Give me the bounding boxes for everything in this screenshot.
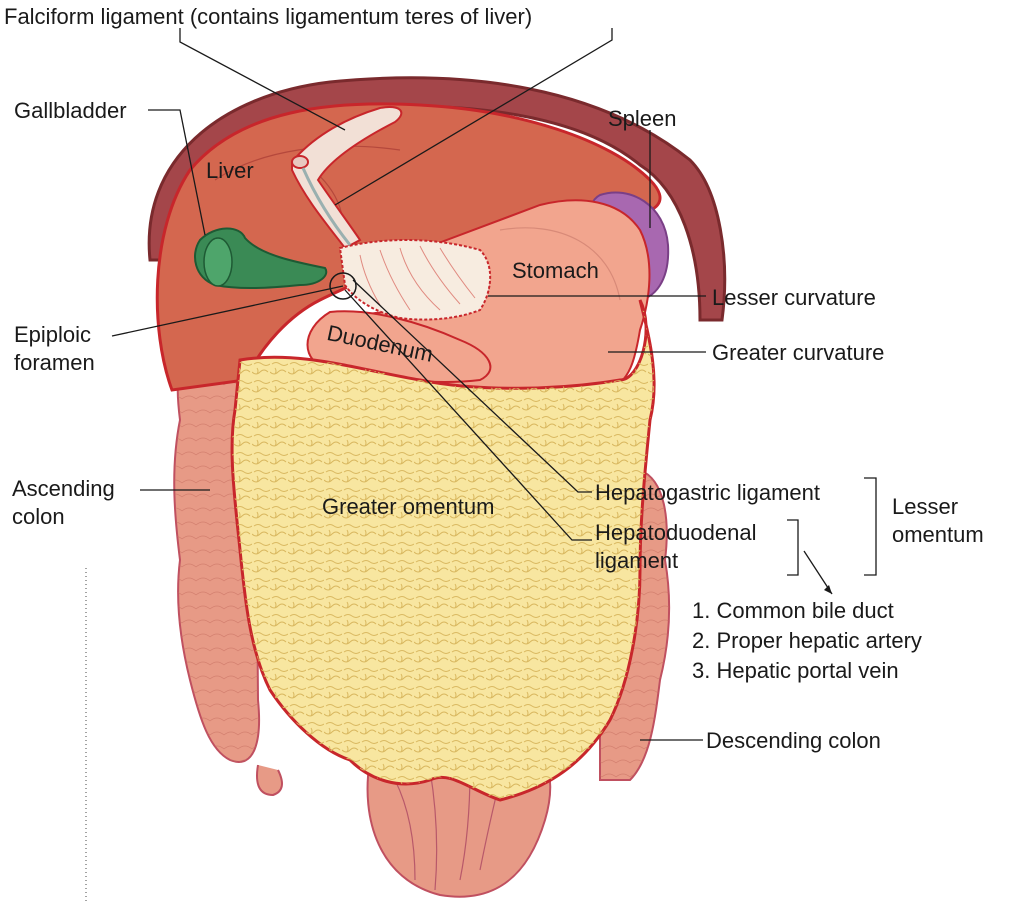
appendix [257, 765, 282, 795]
greater-omentum-label: Greater omentum [322, 494, 494, 519]
spleen-label: Spleen [608, 106, 677, 131]
lesser-omentum-shape [340, 240, 490, 320]
ascending-colon-label-1: Ascending [12, 476, 115, 501]
gallbladder-label: Gallbladder [14, 98, 127, 123]
lesser-curvature-label: Lesser curvature [712, 285, 876, 310]
liver-label: Liver [206, 158, 254, 183]
stomach-label: Stomach [512, 258, 599, 283]
descending-colon-label: Descending colon [706, 728, 881, 753]
contents-item-3: 3. Hepatic portal vein [692, 658, 899, 683]
falciform-label: Falciform ligament (contains ligamentum … [4, 4, 532, 29]
epiploic-label-2: foramen [14, 350, 95, 375]
contents-item-1: 1. Common bile duct [692, 598, 894, 623]
greater-curvature-label: Greater curvature [712, 340, 884, 365]
contents-item-2: 2. Proper hepatic artery [692, 628, 922, 653]
ascending-colon-label-2: colon [12, 504, 65, 529]
hepatoduodenal-label-2: ligament [595, 548, 678, 573]
hepatogastric-label: Hepatogastric ligament [595, 480, 820, 505]
lesser-omentum-label-1: Lesser [892, 494, 958, 519]
epiploic-label-1: Epiploic [14, 322, 91, 347]
hepatoduodenal-label-1: Hepatoduodenal [595, 520, 756, 545]
lesser-omentum-label-2: omentum [892, 522, 984, 547]
